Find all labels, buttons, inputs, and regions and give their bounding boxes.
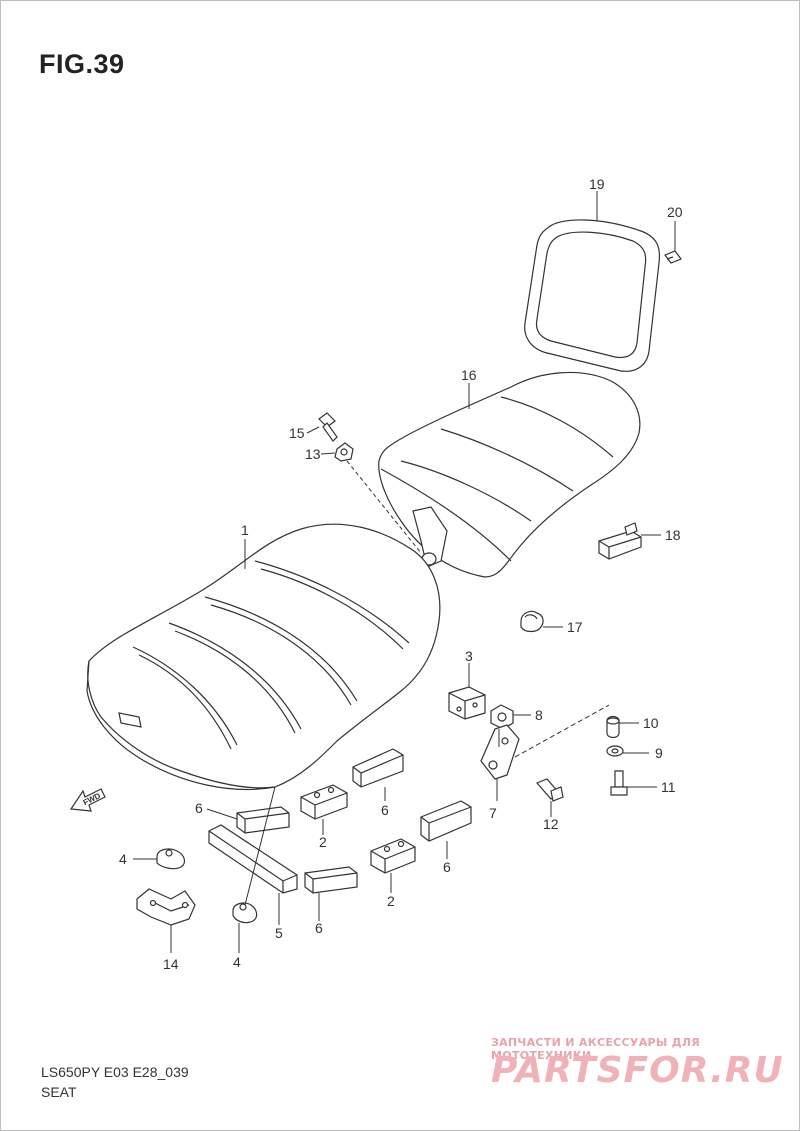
- callout-13: 13: [305, 446, 321, 462]
- callout-18: 18: [665, 527, 681, 543]
- callout-1: 1: [241, 522, 249, 538]
- leader-lines: [133, 191, 676, 953]
- callout-10: 10: [643, 715, 659, 731]
- callout-6b: 6: [381, 802, 389, 818]
- callout-2b: 2: [387, 893, 395, 909]
- callout-5: 5: [275, 925, 283, 941]
- front-seat: [86, 523, 441, 790]
- cushion-6c: [420, 800, 472, 842]
- figure-title: FIG.39: [39, 49, 125, 79]
- bracket-7: [480, 724, 520, 780]
- watermark-tagline: ЗАПЧАСТИ И АКСЕССУАРЫ ДЛЯ МОТОТЕХНИКИ: [491, 1036, 701, 1062]
- callout-4b: 4: [233, 954, 241, 970]
- model-code: LS650PY E03 E28_039: [41, 1064, 189, 1080]
- callout-4a: 4: [119, 851, 127, 867]
- callout-14: 14: [163, 956, 179, 972]
- callout-8: 8: [535, 707, 543, 723]
- callout-19: 19: [589, 176, 605, 192]
- callout-12: 12: [543, 816, 559, 832]
- nut-8: [490, 704, 514, 730]
- block-2b: [370, 838, 416, 874]
- bolt-11: [610, 770, 628, 796]
- callout-15: 15: [289, 425, 305, 441]
- callout-20: 20: [667, 204, 683, 220]
- cushion-5: [208, 824, 298, 894]
- callout-7: 7: [489, 805, 497, 821]
- callout-labels: 19 20 16 1 15 13 18 17 3 8 10 9 11 7 12 …: [119, 176, 683, 972]
- collar-10: [606, 715, 620, 739]
- block-2a: [300, 784, 348, 820]
- washer-9: [606, 745, 624, 757]
- callout-17: 17: [567, 619, 583, 635]
- callout-2a: 2: [319, 834, 327, 850]
- fwd-direction-arrow: FWD: [69, 788, 106, 812]
- nut-13: [334, 442, 354, 462]
- grommet-4a: [156, 848, 186, 870]
- bracket-18: [598, 522, 642, 560]
- watermark-logo: PARTSFOR.RU: [491, 1050, 784, 1091]
- diagram-caption: SEAT: [41, 1084, 77, 1100]
- backrest-pad: [524, 219, 661, 372]
- callout-3: 3: [465, 648, 473, 664]
- cushion-6d: [304, 866, 358, 894]
- cushion-6a: [236, 806, 290, 834]
- bolt-12: [535, 778, 564, 802]
- grommet-17: [520, 610, 544, 633]
- grommet-4b: [232, 902, 258, 924]
- callout-6a: 6: [195, 800, 203, 816]
- cushion-6b: [352, 748, 404, 788]
- callout-6c: 6: [443, 859, 451, 875]
- callout-16: 16: [461, 367, 477, 383]
- bolt-15: [318, 412, 338, 442]
- callout-11: 11: [661, 779, 676, 795]
- callout-9: 9: [655, 745, 663, 761]
- callout-6d: 6: [315, 920, 323, 936]
- bracket-14: [136, 888, 196, 926]
- block-3: [448, 686, 486, 720]
- bolt-20: [664, 250, 682, 264]
- fwd-label: FWD: [82, 791, 103, 807]
